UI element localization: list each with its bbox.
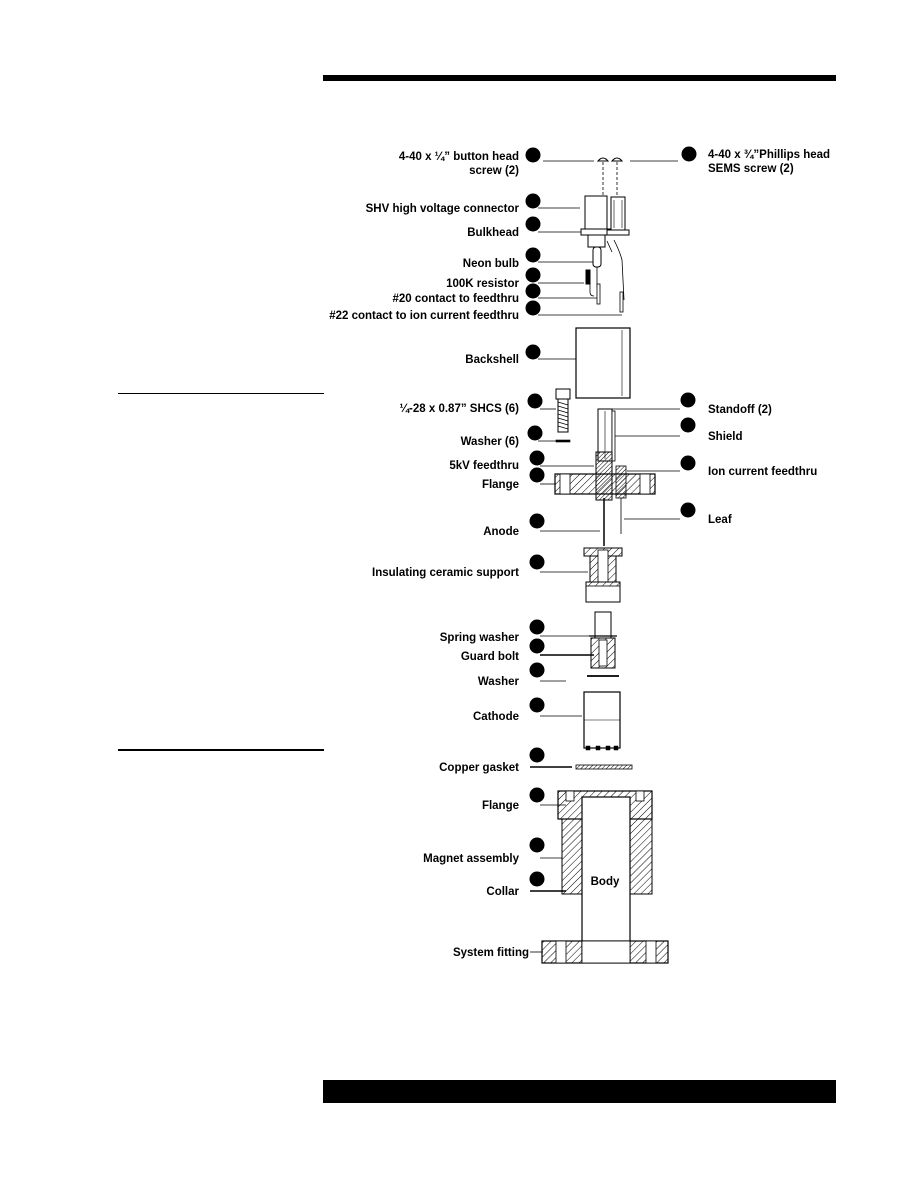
label-body: Body (591, 876, 620, 888)
label-leaf: Leaf (708, 514, 732, 526)
callout-dots-right (680, 146, 697, 518)
label-ceramic-support: Insulating ceramic support (372, 567, 519, 579)
label-5kv-feedthru: 5kV feedthru (449, 460, 519, 472)
callout-dot (680, 392, 696, 408)
label-backshell: Backshell (465, 354, 519, 366)
label-magnet-assembly: Magnet assembly (423, 853, 519, 865)
label-phillips-screw-qty: SEMS screw (2) (708, 163, 794, 175)
label-washer-6: Washer (6) (461, 436, 520, 448)
callout-dot (525, 216, 541, 232)
label-copper-gasket: Copper gasket (439, 762, 519, 774)
callout-dot (529, 467, 545, 483)
callout-dots-left (525, 147, 545, 887)
callout-dot (680, 502, 696, 518)
label-button-head-screw-qty: screw (2) (469, 165, 519, 177)
callout-dot (529, 638, 545, 654)
callout-dot (529, 513, 545, 529)
label-phillips-screw: 4-40 x ¾”Phillips head (708, 149, 830, 161)
callout-dot (525, 267, 541, 283)
label-standoff: Standoff (2) (708, 404, 772, 416)
label-collar: Collar (486, 886, 519, 898)
callout-dot (529, 662, 545, 678)
footer-bar (323, 1080, 836, 1103)
callout-dot (529, 697, 545, 713)
callout-dot (525, 193, 541, 209)
callout-dot (681, 146, 697, 162)
label-button-head-screw: 4-40 x ¼” button head (399, 151, 519, 163)
sidebar-rule-lower (118, 749, 324, 751)
callout-dot (529, 450, 545, 466)
callout-dot (529, 619, 545, 635)
callout-dot (527, 393, 543, 409)
callout-dot (529, 837, 545, 853)
label-contact-22: #22 contact to ion current feedthru (329, 310, 519, 322)
label-bulkhead: Bulkhead (467, 227, 519, 239)
copper-gasket-part (575, 764, 633, 770)
label-resistor: 100K resistor (446, 278, 519, 290)
callout-dot (529, 871, 545, 887)
callout-dot (525, 283, 541, 299)
label-flange-1: Flange (482, 479, 519, 491)
label-ion-current-feedthru: Ion current feedthru (708, 466, 817, 478)
label-cathode: Cathode (473, 711, 519, 723)
label-flange-2: Flange (482, 800, 519, 812)
leader-lines (530, 160, 680, 953)
shcs-bolt-part (555, 388, 571, 443)
label-shcs: ¼-28 x 0.87” SHCS (6) (399, 403, 519, 415)
body-assembly-part (541, 790, 669, 964)
feedthru-flange-part (554, 451, 656, 546)
standoff-shield-part (597, 408, 616, 462)
label-shv-connector: SHV high voltage connector (366, 203, 520, 215)
header-rule (323, 75, 836, 81)
callout-dot (680, 417, 696, 433)
left-labels: 4-40 x ¼” button head screw (2) SHV high… (329, 151, 529, 959)
label-anode: Anode (483, 526, 519, 538)
callout-dot (525, 300, 541, 316)
label-neon-bulb: Neon bulb (463, 258, 519, 270)
callout-dot (680, 455, 696, 471)
callout-dot (525, 147, 541, 163)
connector-assembly (580, 157, 630, 313)
callout-dot (525, 344, 541, 360)
callout-dot (529, 554, 545, 570)
label-system-fitting: System fitting (453, 947, 529, 959)
ceramic-support-part (583, 547, 623, 603)
sidebar-rule-upper (118, 393, 324, 394)
right-labels: 4-40 x ¾”Phillips head SEMS screw (2) St… (708, 149, 830, 526)
label-washer: Washer (478, 676, 520, 688)
label-contact-20: #20 contact to feedthru (392, 293, 519, 305)
callout-dot (527, 425, 543, 441)
callout-dot (529, 787, 545, 803)
label-guard-bolt: Guard bolt (461, 651, 519, 663)
label-spring-washer: Spring washer (440, 632, 520, 644)
cathode-part (583, 691, 621, 751)
callout-dot (525, 247, 541, 263)
backshell-part (575, 327, 631, 399)
guard-bolt-part (587, 611, 619, 677)
callout-dot (529, 747, 545, 763)
label-shield: Shield (708, 431, 743, 443)
